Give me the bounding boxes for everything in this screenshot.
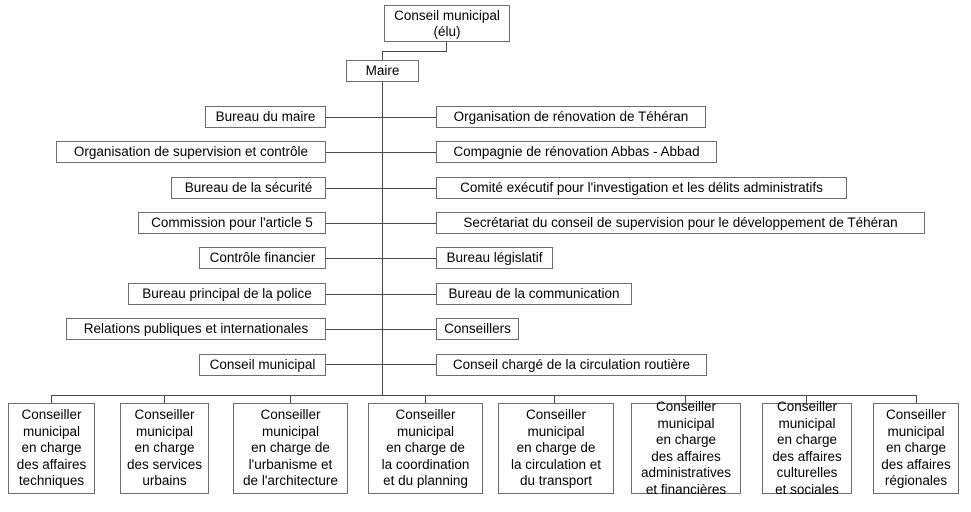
connector-row-1 bbox=[326, 117, 436, 118]
connector-row-3 bbox=[326, 188, 436, 189]
connector-row-7 bbox=[326, 329, 436, 330]
connector-drop-7 bbox=[806, 395, 807, 404]
node-bottom-affaires-administratives-financieres[interactable]: Conseiller municipal en charge des affai… bbox=[631, 399, 741, 497]
connector-root-to-maire bbox=[382, 51, 447, 52]
connector-drop-4 bbox=[425, 395, 426, 404]
node-left-conseil-municipal[interactable]: Conseil municipal bbox=[199, 354, 326, 376]
node-left-bureau-du-maire[interactable]: Bureau du maire bbox=[205, 106, 326, 128]
connector-row-5 bbox=[326, 258, 436, 259]
node-bottom-affaires-regionales[interactable]: Conseiller municipal en charge des affai… bbox=[873, 403, 959, 494]
node-left-organisation-supervision-controle[interactable]: Organisation de supervision et contrôle bbox=[56, 141, 326, 163]
node-left-commission-article-5[interactable]: Commission pour l'article 5 bbox=[138, 212, 326, 234]
node-left-controle-financier[interactable]: Contrôle financier bbox=[199, 247, 326, 269]
node-bottom-services-urbains[interactable]: Conseiller municipal en charge des servi… bbox=[120, 403, 209, 494]
connector-row-6 bbox=[326, 294, 436, 295]
node-bottom-circulation-transport[interactable]: Conseiller municipal en charge de la cir… bbox=[498, 403, 614, 494]
connector-root-down bbox=[446, 42, 447, 51]
connector-row-2 bbox=[326, 152, 436, 153]
node-right-compagnie-renovation-abbas-abbad[interactable]: Compagnie de rénovation Abbas - Abbad bbox=[436, 141, 717, 163]
node-right-secretariat-conseil-supervision[interactable]: Secrétariat du conseil de supervision po… bbox=[436, 212, 925, 234]
node-maire[interactable]: Maire bbox=[346, 60, 419, 82]
connector-bottom-bus bbox=[51, 395, 916, 396]
node-right-organisation-renovation-teheran[interactable]: Organisation de rénovation de Téhéran bbox=[436, 106, 706, 128]
node-right-bureau-legislatif[interactable]: Bureau législatif bbox=[436, 247, 553, 269]
node-bottom-urbanisme-architecture[interactable]: Conseiller municipal en charge de l'urba… bbox=[233, 403, 348, 494]
node-right-bureau-communication[interactable]: Bureau de la communication bbox=[436, 283, 632, 305]
node-right-conseil-circulation-routiere[interactable]: Conseil chargé de la circulation routièr… bbox=[436, 354, 707, 376]
node-left-relations-publiques-internationales[interactable]: Relations publiques et internationales bbox=[66, 318, 326, 340]
node-right-comite-executif-investigation[interactable]: Comité exécutif pour l'investigation et … bbox=[436, 177, 847, 199]
connector-row-4 bbox=[326, 223, 436, 224]
node-bottom-coordination-planning[interactable]: Conseiller municipal en charge de la coo… bbox=[368, 403, 483, 494]
connector-drop-2 bbox=[164, 395, 165, 404]
node-bottom-affaires-techniques[interactable]: Conseiller municipal en charge des affai… bbox=[8, 403, 95, 494]
connector-drop-8 bbox=[916, 395, 917, 404]
connector-drop-3 bbox=[290, 395, 291, 404]
connector-drop-6 bbox=[685, 395, 686, 404]
connector-drop-1 bbox=[51, 395, 52, 404]
node-bottom-affaires-culturelles-sociales[interactable]: Conseiller municipal en charge des affai… bbox=[762, 399, 852, 497]
node-right-conseillers[interactable]: Conseillers bbox=[436, 318, 519, 340]
node-left-bureau-securite[interactable]: Bureau de la sécurité bbox=[171, 177, 326, 199]
connector-row-8 bbox=[326, 364, 436, 365]
node-left-bureau-principal-police[interactable]: Bureau principal de la police bbox=[128, 283, 326, 305]
node-conseil-municipal-elu[interactable]: Conseil municipal (élu) bbox=[384, 5, 510, 42]
connector-drop-5 bbox=[554, 395, 555, 404]
